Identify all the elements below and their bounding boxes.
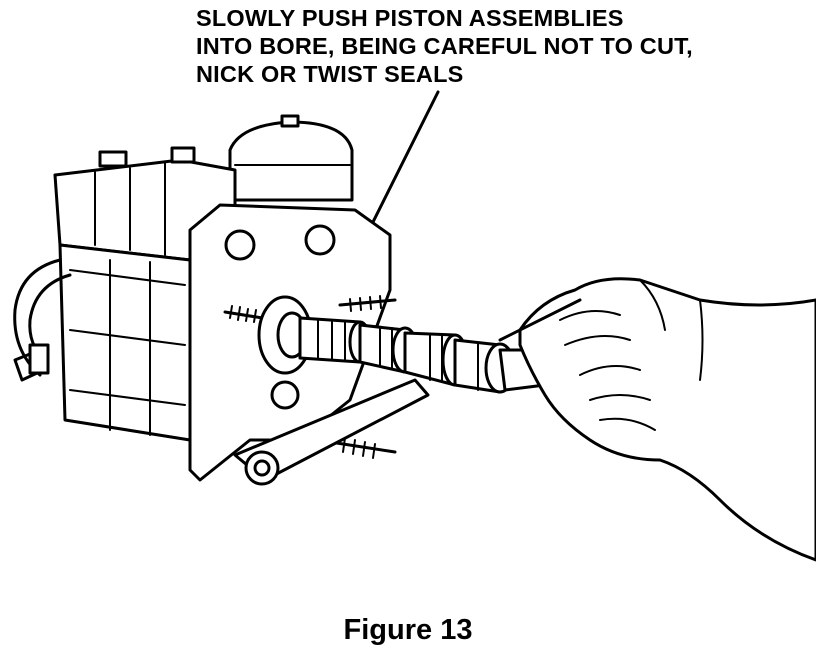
reservoir-dome [228,114,354,202]
piston-assembly [257,295,547,394]
lower-bracket-arm [233,378,430,486]
callout-line-1: SLOWLY PUSH PISTON ASSEMBLIES [196,5,624,31]
callout-line-3: NICK OR TWIST SEALS [196,61,464,87]
brake-lines [13,258,72,382]
instruction-callout: SLOWLY PUSH PISTON ASSEMBLIES INTO BORE,… [196,4,693,88]
callout-line-2: INTO BORE, BEING CAREFUL NOT TO CUT, [196,33,693,59]
mounting-studs [223,295,397,459]
technician-hand [498,277,816,562]
master-cylinder-illustration [13,90,816,562]
figure-caption: Figure 13 [343,614,473,646]
